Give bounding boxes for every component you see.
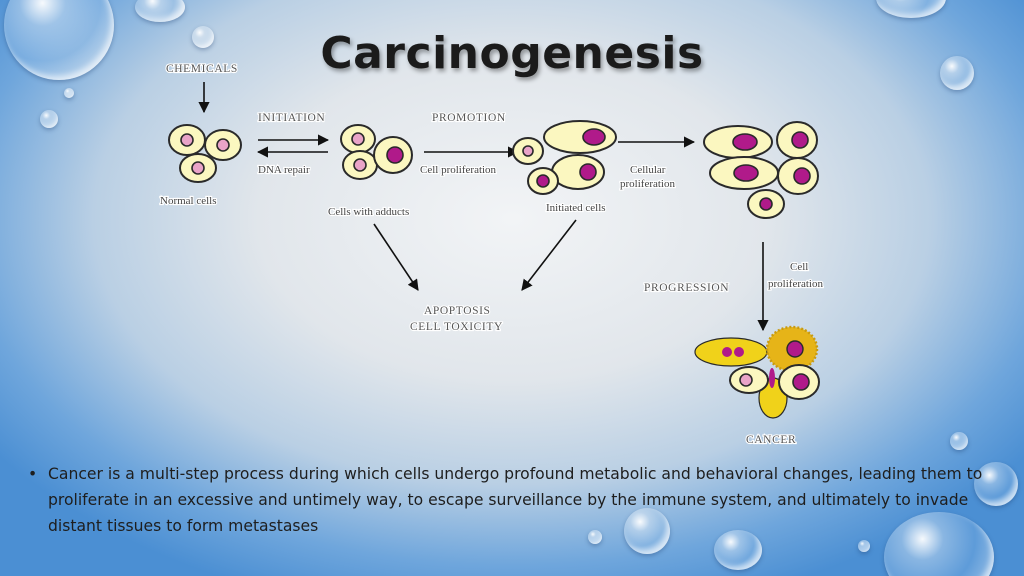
initiation-label: INITIATION — [258, 112, 325, 124]
proliferated-cell — [703, 125, 773, 159]
initiated-cell — [551, 154, 605, 190]
apoptosis-label: APOPTOSIS — [424, 305, 491, 317]
normal-cell — [168, 124, 206, 156]
adduct-cells-group — [340, 124, 413, 180]
water-drop-decoration — [624, 508, 670, 554]
initiated-cells-group — [512, 120, 617, 195]
initiated-cell — [527, 167, 559, 195]
water-drop-decoration — [40, 110, 58, 128]
cancer-cell — [765, 325, 819, 373]
progression-label: PROGRESSION — [644, 282, 729, 294]
cell-proliferation-label: Cell proliferation — [420, 164, 497, 176]
cellular-proliferation-label-line1: Cellular — [630, 164, 666, 176]
cells-with-adducts-label: Cells with adducts — [328, 206, 409, 218]
water-drop-decoration — [974, 462, 1018, 506]
adduct-cell — [342, 150, 378, 180]
initiated-to-apoptosis-arrow — [521, 219, 577, 291]
cancer-cell — [729, 366, 769, 394]
dna-repair-label: DNA repair — [258, 164, 310, 176]
proliferated-cell — [777, 157, 819, 195]
adduct-cell — [373, 136, 413, 174]
bullet-marker: • — [28, 465, 38, 483]
adduct-cell — [340, 124, 376, 154]
cancer-label: CANCER — [746, 434, 796, 446]
chemicals-label: CHEMICALS — [166, 63, 238, 75]
water-drop-decoration — [135, 0, 185, 22]
water-drop-decoration — [714, 530, 762, 570]
water-drop-decoration — [884, 512, 994, 576]
normal-cell — [179, 153, 217, 183]
water-drop-decoration — [858, 540, 870, 552]
cell-proliferation2-label-line2: proliferation — [768, 278, 823, 290]
initiated-cells-label: Initiated cells — [546, 202, 606, 214]
proliferated-cell — [709, 156, 779, 190]
proliferated-cells-group — [703, 121, 819, 219]
cancer-cell — [778, 364, 820, 400]
bullet-item: • Cancer is a multi-step process during … — [28, 461, 998, 539]
slide-title: Carcinogenesis — [320, 28, 704, 79]
initiated-cell — [512, 137, 544, 165]
water-drop-decoration — [192, 26, 214, 48]
proliferated-cell — [747, 189, 785, 219]
water-drop-decoration — [876, 0, 946, 18]
cancer-cell — [694, 337, 768, 367]
bullet-text: Cancer is a multi-step process during wh… — [48, 465, 983, 535]
water-drop-decoration — [940, 56, 974, 90]
initiated-cell — [543, 120, 617, 154]
adducts-to-apoptosis-arrow — [373, 223, 419, 291]
proliferated-cell — [776, 121, 818, 159]
cellular-proliferation-label-line2: proliferation — [620, 178, 675, 190]
water-drop-decoration — [64, 88, 74, 98]
cell-toxicity-label: CELL TOXICITY — [410, 321, 503, 333]
normal-cells-group — [168, 124, 242, 183]
water-drop-decoration — [950, 432, 968, 450]
normal-cells-label: Normal cells — [160, 195, 217, 207]
promotion-label: PROMOTION — [432, 112, 506, 124]
normal-cell — [204, 129, 242, 161]
cell-proliferation2-label-line1: Cell — [790, 261, 808, 273]
cancer-cells-group — [694, 325, 820, 419]
water-drop-decoration — [588, 530, 602, 544]
